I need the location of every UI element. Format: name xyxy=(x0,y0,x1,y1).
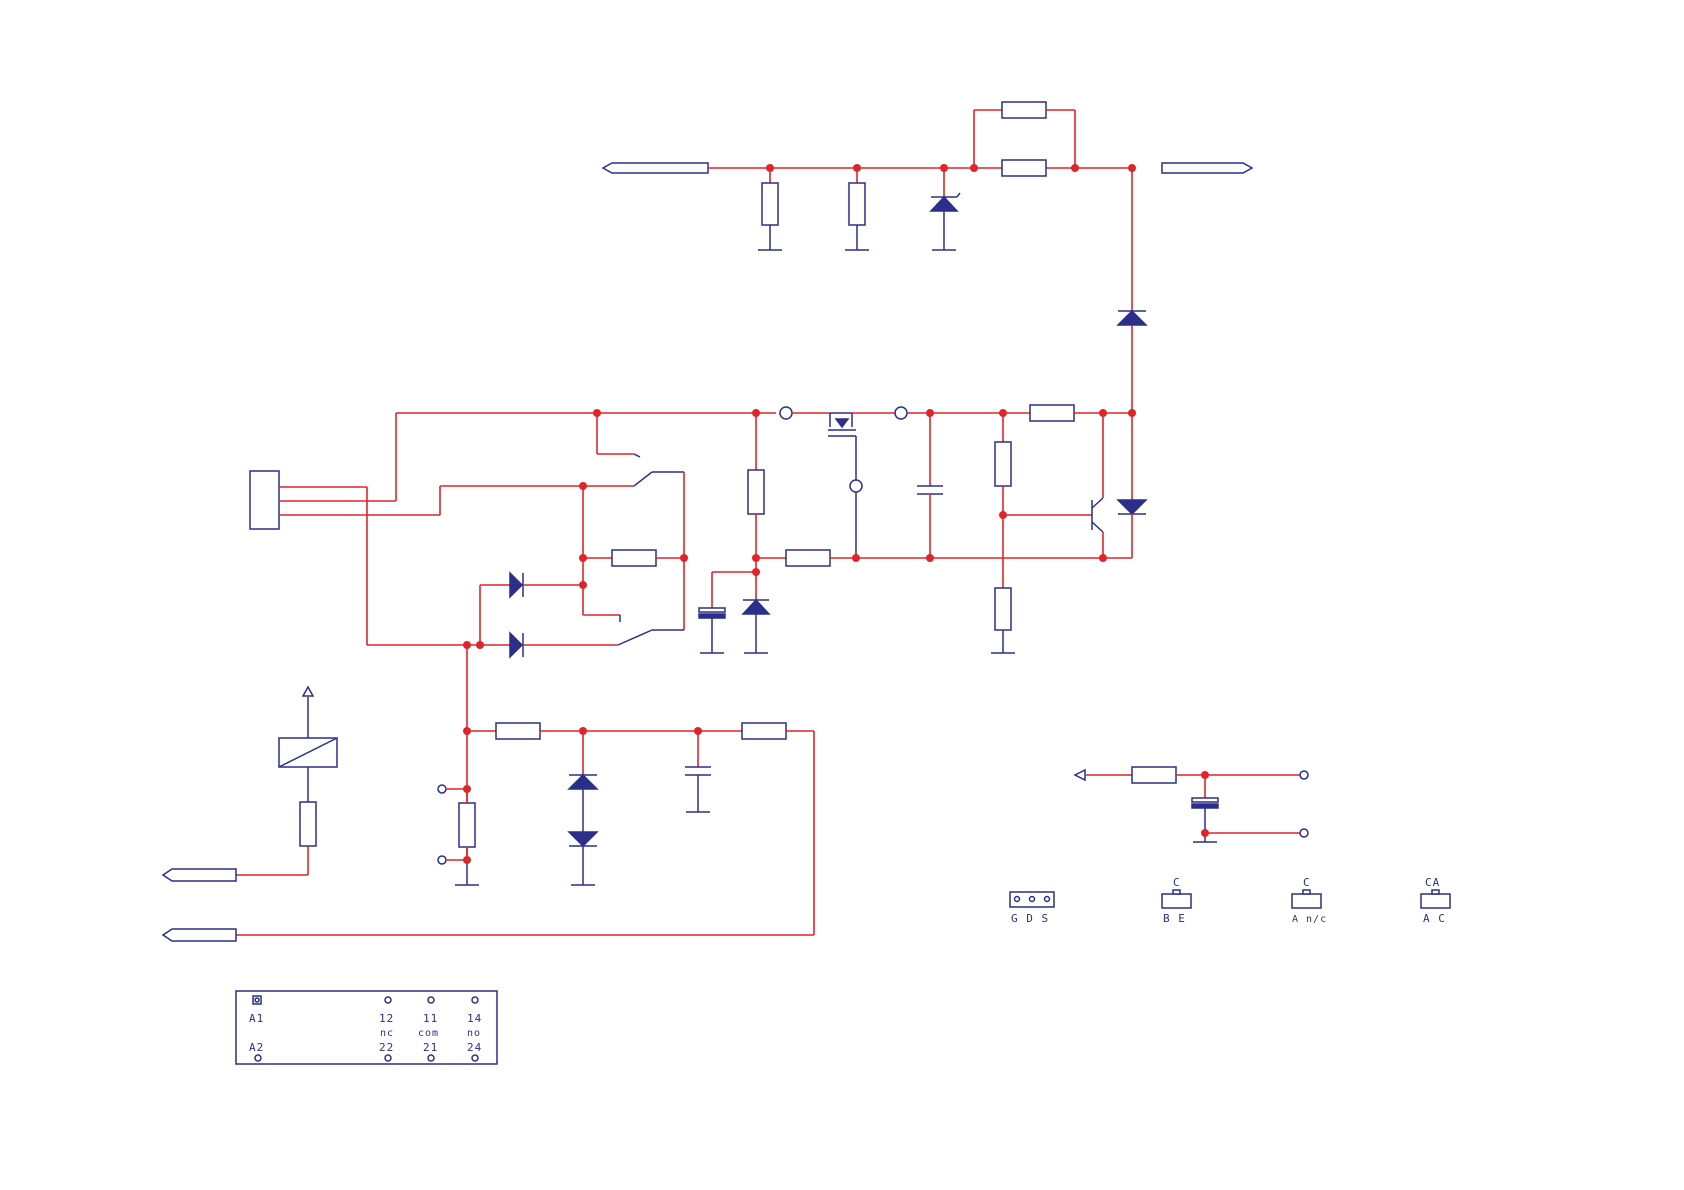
test-point[interactable] xyxy=(850,480,862,492)
pin-a1: A1 xyxy=(249,1012,264,1025)
pin-labels: G D S xyxy=(1011,912,1049,925)
pin-a2: A2 xyxy=(249,1041,264,1054)
pin-14: 14 xyxy=(467,1012,482,1025)
resistor xyxy=(300,802,316,846)
mosfet-diode xyxy=(836,419,848,427)
diode xyxy=(510,573,522,597)
pin-22: 22 xyxy=(379,1041,394,1054)
zener-diode xyxy=(931,197,957,211)
label-no: no xyxy=(467,1028,481,1039)
resistor xyxy=(849,183,865,225)
arrow-left-icon xyxy=(1075,770,1085,780)
terminal[interactable] xyxy=(1300,771,1308,779)
connector-block[interactable] xyxy=(250,471,279,529)
label-com: com xyxy=(418,1028,439,1039)
pin-label-top: CA xyxy=(1425,876,1440,889)
filter-section xyxy=(163,645,814,941)
zener-diode xyxy=(569,775,597,789)
sot23-package xyxy=(1162,894,1191,908)
input-port-lower[interactable] xyxy=(163,869,236,881)
label-nc: nc xyxy=(380,1028,394,1039)
test-point[interactable] xyxy=(895,407,907,419)
zener-diode xyxy=(569,832,597,846)
relay-contact-upper xyxy=(634,472,652,486)
output-port-lower[interactable] xyxy=(163,929,236,941)
relay-contact-lower xyxy=(618,630,652,645)
resistor xyxy=(1002,102,1046,118)
resistor xyxy=(612,550,656,566)
pin-label-bottom: B E xyxy=(1163,912,1186,925)
resistor xyxy=(748,470,764,514)
test-point[interactable] xyxy=(438,856,446,864)
input-rail-section xyxy=(603,102,1252,413)
pin-12: 12 xyxy=(379,1012,394,1025)
resistor xyxy=(762,183,778,225)
electrolytic-capacitor xyxy=(1192,798,1218,802)
pin-label-top: C xyxy=(1303,876,1311,889)
relay-pinout-box: A1 A2 12 11 14 nc com no 22 21 24 xyxy=(236,991,497,1064)
sot23-package xyxy=(1292,894,1321,908)
resistor xyxy=(995,442,1011,486)
diode xyxy=(1118,500,1146,514)
zener-diode xyxy=(743,600,769,614)
arrow-up-icon xyxy=(303,687,313,696)
pin-24: 24 xyxy=(467,1041,482,1054)
pin-label-bottom: A n/c xyxy=(1292,914,1327,925)
input-port-left[interactable] xyxy=(603,163,708,173)
resistor xyxy=(459,803,475,847)
resistor xyxy=(995,588,1011,630)
output-port-right[interactable] xyxy=(1162,163,1252,173)
rc-filter-section xyxy=(1075,767,1308,842)
to220-package xyxy=(1010,892,1054,907)
electrolytic-capacitor xyxy=(699,608,725,612)
pin-21: 21 xyxy=(423,1041,438,1054)
resistor xyxy=(1030,405,1074,421)
resistor xyxy=(742,723,786,739)
package-pinouts: G D S C B E C A n/c CA A C xyxy=(1010,876,1450,925)
resistor xyxy=(1132,767,1176,783)
resistor xyxy=(1002,160,1046,176)
regulator-section xyxy=(250,405,1146,657)
diode xyxy=(510,633,522,657)
relay-coil-section xyxy=(163,687,337,881)
terminal[interactable] xyxy=(1300,829,1308,837)
diode xyxy=(1118,311,1146,325)
resistor xyxy=(496,723,540,739)
pin-label-top: C xyxy=(1173,876,1181,889)
test-point[interactable] xyxy=(438,785,446,793)
resistor xyxy=(786,550,830,566)
pin-11: 11 xyxy=(423,1012,438,1025)
pin-label-bottom: A C xyxy=(1423,912,1446,925)
test-point[interactable] xyxy=(780,407,792,419)
sot23-package xyxy=(1421,894,1450,908)
